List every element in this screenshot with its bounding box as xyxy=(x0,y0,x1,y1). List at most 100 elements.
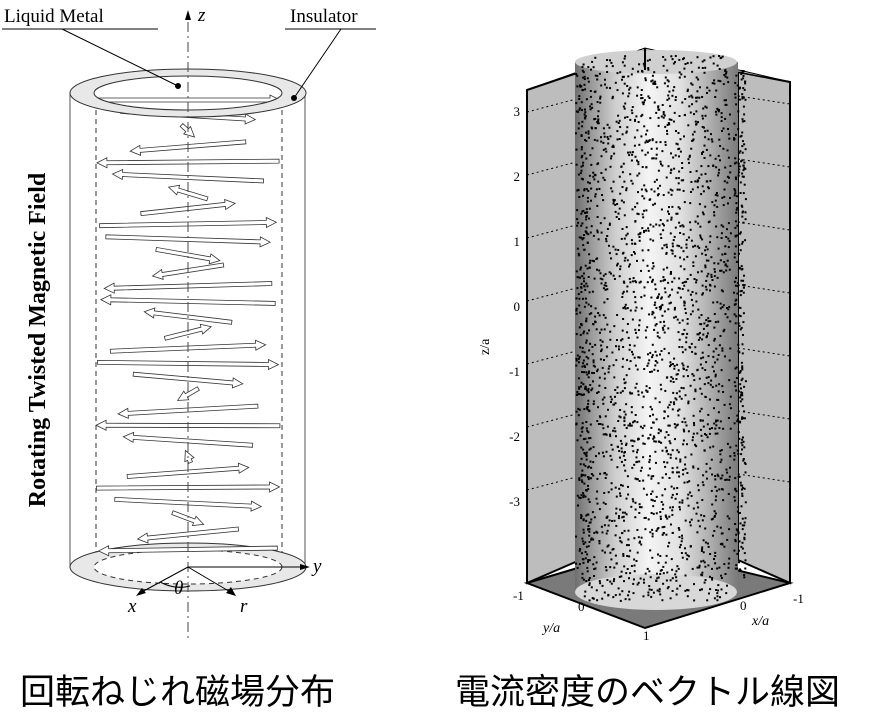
vector-dot xyxy=(624,55,627,58)
vector-dot xyxy=(709,467,712,470)
vector-dot xyxy=(725,71,728,74)
vector-dot xyxy=(575,148,578,151)
vector-dot xyxy=(662,532,665,534)
vector-dot xyxy=(600,136,602,139)
vector-dot xyxy=(616,264,618,267)
vector-dot xyxy=(698,96,701,99)
vector-dot xyxy=(691,373,694,376)
vector-dot xyxy=(708,89,711,92)
vector-dot xyxy=(742,321,745,324)
vector-dot xyxy=(696,566,699,569)
vector-dot xyxy=(718,138,721,141)
vector-dot xyxy=(688,161,690,164)
vector-dot xyxy=(744,239,747,242)
vector-dot xyxy=(721,306,724,309)
vector-dot xyxy=(708,432,711,435)
vector-dot xyxy=(701,284,704,287)
vector-dot xyxy=(615,359,618,362)
vector-dot xyxy=(629,173,632,176)
vector-dot xyxy=(704,105,707,108)
vector-dot xyxy=(664,561,667,564)
z-tick-label: 0 xyxy=(514,299,521,314)
vector-dot xyxy=(635,382,638,385)
vector-dot xyxy=(588,313,591,316)
vector-dot xyxy=(634,328,637,331)
vector-dot xyxy=(584,139,586,141)
vector-dot xyxy=(587,476,589,478)
vector-dot xyxy=(578,477,581,480)
vector-dot xyxy=(686,332,689,335)
vector-dot xyxy=(684,552,687,555)
vector-dot xyxy=(652,311,655,314)
vector-dot xyxy=(610,558,613,561)
vector-dot xyxy=(655,580,658,582)
vector-dot xyxy=(667,327,670,330)
vector-dot xyxy=(703,449,706,452)
y-axis-label-right: y/a xyxy=(541,621,560,636)
vector-dot xyxy=(626,85,629,87)
vector-dot xyxy=(659,572,662,575)
vector-dot xyxy=(592,171,595,174)
vector-dot xyxy=(682,473,685,476)
vector-dot xyxy=(713,313,716,315)
vector-dot xyxy=(615,345,617,348)
vector-dot xyxy=(593,118,596,121)
vector-dot xyxy=(684,463,686,466)
vector-dot xyxy=(675,579,678,582)
vector-dot xyxy=(576,494,579,497)
vector-dot xyxy=(706,86,709,89)
vector-dot xyxy=(621,365,624,368)
vector-dot xyxy=(654,80,657,83)
vector-dot xyxy=(694,220,697,223)
vector-dot xyxy=(657,169,660,172)
vector-dot xyxy=(624,459,627,461)
vector-dot xyxy=(704,579,707,581)
vector-dot xyxy=(655,323,658,325)
vector-dot xyxy=(736,449,739,452)
vector-dot xyxy=(615,216,618,218)
vector-dot xyxy=(719,449,722,452)
vector-dot xyxy=(655,223,658,226)
vector-dot xyxy=(631,242,634,245)
vector-dot xyxy=(689,293,692,296)
vector-dot xyxy=(649,223,652,226)
vector-dot xyxy=(669,105,672,108)
vector-dot xyxy=(584,464,587,467)
vector-dot xyxy=(727,222,730,225)
vector-dot xyxy=(577,127,580,130)
vector-dot xyxy=(739,370,742,372)
vector-dot xyxy=(592,359,595,362)
vector-dot xyxy=(675,493,678,496)
vector-dot xyxy=(663,324,666,327)
vector-dot xyxy=(661,104,664,106)
vector-dot xyxy=(673,357,676,360)
vector-dot xyxy=(600,155,603,158)
vector-dot xyxy=(611,190,614,193)
vector-dot xyxy=(622,201,625,204)
vector-dot xyxy=(630,505,633,508)
vector-dot xyxy=(712,62,715,65)
vector-dot xyxy=(650,498,653,501)
vector-dot xyxy=(638,172,641,175)
vector-dot xyxy=(741,448,743,451)
vector-dot xyxy=(735,389,738,392)
vector-dot xyxy=(724,245,727,248)
vector-dot xyxy=(615,253,618,256)
vector-dot xyxy=(742,312,745,315)
vector-dot xyxy=(625,513,628,516)
vector-dot xyxy=(646,390,649,393)
vector-dot xyxy=(678,321,681,324)
vector-dot xyxy=(636,583,639,586)
vector-dot xyxy=(580,479,583,482)
vector-dot xyxy=(636,86,639,89)
vector-dot xyxy=(601,366,604,369)
vector-dot xyxy=(657,527,660,529)
vector-dot xyxy=(671,377,674,380)
vector-dot xyxy=(654,450,657,453)
vector-dot xyxy=(622,454,625,457)
vector-dot xyxy=(639,425,642,428)
vector-dot xyxy=(662,268,665,271)
vector-dot xyxy=(728,379,731,382)
vector-dot xyxy=(743,88,746,91)
vector-dot xyxy=(600,140,603,143)
